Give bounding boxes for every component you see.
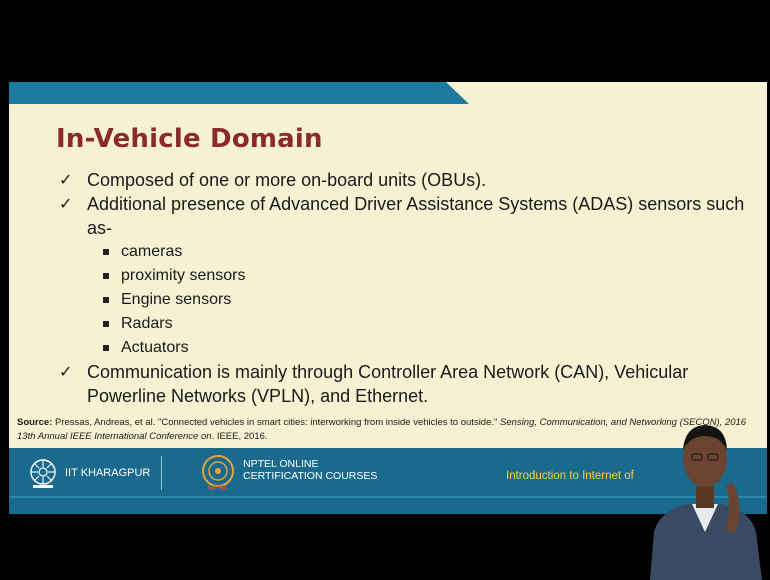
- nptel-label: NPTEL ONLINE CERTIFICATION COURSES: [243, 458, 377, 482]
- source-venue: Sensing, Communication, and Networking (…: [17, 417, 747, 442]
- sub-bullet-item: Radars: [103, 312, 759, 336]
- slide-title: In-Vehicle Domain: [56, 124, 323, 154]
- sensor-list: cameras proximity sensors Engine sensors…: [103, 240, 759, 360]
- sub-bullet-text: Engine sensors: [121, 291, 232, 308]
- nptel-line-1: NPTEL ONLINE: [243, 458, 319, 470]
- checkmark-icon: ✓: [59, 170, 73, 189]
- square-bullet-icon: [103, 321, 109, 327]
- source-text: Pressas, Andreas, et al. "Connected vehi…: [52, 417, 501, 428]
- iit-kharagpur-label: IIT KHARAGPUR: [65, 467, 151, 479]
- slide: In-Vehicle Domain ✓ Composed of one or m…: [9, 82, 767, 514]
- iit-kharagpur-logo-icon: [30, 459, 56, 488]
- source-tail: . IEEE, 2016.: [211, 431, 268, 442]
- course-title: Introduction to Internet of: [506, 470, 634, 482]
- sub-bullet-item: Actuators: [103, 336, 759, 360]
- footer-separator: [161, 456, 162, 490]
- sub-bullet-text: Actuators: [121, 339, 189, 356]
- checkmark-icon: ✓: [59, 194, 73, 213]
- footer-bar: IIT KHARAGPUR NPTEL NPTEL ONLINE CERTIFI…: [9, 448, 767, 514]
- square-bullet-icon: [103, 249, 109, 255]
- bullet-text: Additional presence of Advanced Driver A…: [87, 194, 745, 238]
- source-label: Source:: [17, 417, 53, 428]
- nptel-logo-text: NPTEL: [208, 486, 228, 492]
- source-citation: Source: Pressas, Andreas, et al. "Connec…: [17, 416, 767, 444]
- sub-bullet-text: Radars: [121, 315, 173, 332]
- square-bullet-icon: [103, 345, 109, 351]
- top-bar-accent: [9, 82, 469, 104]
- footer-divider-line: [9, 496, 767, 498]
- square-bullet-icon: [103, 297, 109, 303]
- nptel-line-2: CERTIFICATION COURSES: [243, 470, 378, 482]
- sub-bullet-item: cameras: [103, 240, 759, 264]
- square-bullet-icon: [103, 273, 109, 279]
- sub-bullet-item: Engine sensors: [103, 288, 759, 312]
- checkmark-icon: ✓: [59, 362, 73, 381]
- nptel-logo-icon: NPTEL: [202, 455, 234, 492]
- presenter-video-overlay: [650, 425, 762, 580]
- sub-bullet-text: cameras: [121, 243, 183, 260]
- sub-bullet-item: proximity sensors: [103, 264, 759, 288]
- bullet-item: ✓ Additional presence of Advanced Driver…: [59, 192, 759, 240]
- bullet-text: Composed of one or more on-board units (…: [87, 170, 487, 190]
- sub-bullet-text: proximity sensors: [121, 267, 246, 284]
- slide-content: ✓ Composed of one or more on-board units…: [59, 168, 759, 408]
- bullet-item: ✓ Communication is mainly through Contro…: [59, 360, 759, 408]
- bullet-text: Communication is mainly through Controll…: [87, 362, 689, 406]
- bullet-item: ✓ Composed of one or more on-board units…: [59, 168, 759, 192]
